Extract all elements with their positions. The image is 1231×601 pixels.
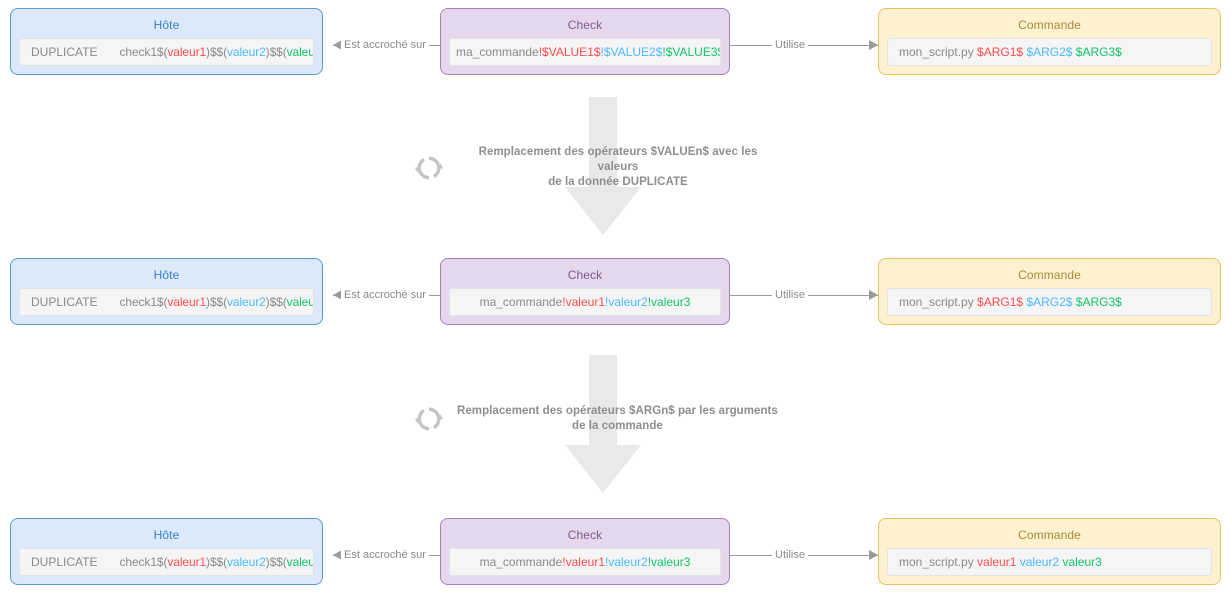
down-block-arrow-icon-2 xyxy=(563,353,643,495)
check-title-row3: Check xyxy=(567,528,603,542)
command-token: ma_commande xyxy=(479,555,563,569)
command-body-row1: mon_script.py $ARG1$ $ARG2$ $ARG3$ xyxy=(887,38,1212,66)
command-token: !valeur2 xyxy=(605,555,648,569)
command-token: valeur1 xyxy=(167,555,207,569)
command-token: $ARG2$ xyxy=(1026,45,1073,59)
command-token: mon_script.py xyxy=(899,295,978,309)
command-token: !valeur3 xyxy=(647,295,691,309)
command-token: valeur3 xyxy=(286,295,314,309)
command-token: ma_commande xyxy=(479,295,563,309)
command-token: $ARG2$ xyxy=(1026,295,1073,309)
command-token: $ARG1$ xyxy=(977,45,1024,59)
host-title-row2: Hôte xyxy=(153,268,180,282)
transition-annotation-1: Remplacement des opérateurs $VALUEn$ ave… xyxy=(414,145,779,190)
command-token: valeur1 xyxy=(977,555,1017,569)
command-token: $ARG3$ xyxy=(1075,45,1122,59)
arrow-left-icon-row2 xyxy=(333,290,342,300)
command-token: !$VALUE1$ xyxy=(538,45,601,59)
command-token: $ARG1$ xyxy=(977,295,1024,309)
down-block-arrow-icon-1 xyxy=(563,95,643,237)
edge-label-host-check-row3: Est accroché sur xyxy=(341,549,429,561)
edge-label-host-check-row1: Est accroché sur xyxy=(341,39,429,51)
check-title-row1: Check xyxy=(567,18,603,32)
command-token: valeur2 xyxy=(227,555,266,569)
check-body-row2: ma_commande!valeur1!valeur2!valeur3 xyxy=(449,288,721,316)
edge-label-check-command-row1: Utilise xyxy=(772,39,808,51)
edge-label-host-check-row2: Est accroché sur xyxy=(341,289,429,301)
host-key-row2: DUPLICATE xyxy=(31,295,98,309)
command-token: !valeur2 xyxy=(605,295,648,309)
command-token: !valeur1 xyxy=(562,555,605,569)
command-token: check1$( xyxy=(119,295,168,309)
host-command-row1: check1$(valeur1)$$(valeur2)$$(valeur3)$ xyxy=(119,45,314,59)
command-token: )$$( xyxy=(265,555,287,569)
check-node-row3[interactable]: Check ma_commande!valeur1!valeur2!valeur… xyxy=(440,518,730,585)
transition-annotation-2: Remplacement des opérateurs $ARGn$ par l… xyxy=(414,404,779,434)
check-body-row3: ma_commande!valeur1!valeur2!valeur3 xyxy=(449,548,721,576)
command-title-row2: Commande xyxy=(1018,268,1081,282)
command-token: )$$( xyxy=(206,45,227,59)
command-token: )$$( xyxy=(265,45,287,59)
command-token: valeur3 xyxy=(286,45,314,59)
command-token: valeur1 xyxy=(167,45,207,59)
sync-refresh-icon-1 xyxy=(414,153,444,183)
command-token: !valeur1 xyxy=(562,295,605,309)
command-token: valeur1 xyxy=(167,295,207,309)
command-token: valeur2 xyxy=(227,45,266,59)
command-token: valeur3 xyxy=(286,555,314,569)
transition-text-1: Remplacement des opérateurs $VALUEn$ ave… xyxy=(478,146,758,188)
sync-refresh-icon-2 xyxy=(414,404,444,434)
command-token: )$$( xyxy=(206,555,227,569)
command-token: mon_script.py xyxy=(899,45,978,59)
arrow-left-icon-row1 xyxy=(333,40,342,50)
check-node-row1[interactable]: Check ma_commande!$VALUE1$!$VALUE2$!$VAL… xyxy=(440,8,730,75)
host-title-row1: Hôte xyxy=(153,18,180,32)
command-token: )$$( xyxy=(265,295,287,309)
check-title-row2: Check xyxy=(567,268,603,282)
command-body-row3: mon_script.py valeur1 valeur2 valeur3 xyxy=(887,548,1212,576)
command-token: check1$( xyxy=(119,555,168,569)
command-title-row1: Commande xyxy=(1018,18,1081,32)
edge-label-check-command-row3: Utilise xyxy=(772,549,808,561)
command-token: $ARG3$ xyxy=(1075,295,1122,309)
host-command-row2: check1$(valeur1)$$(valeur2)$$(valeur3)$ xyxy=(119,295,314,309)
command-token: )$$( xyxy=(206,295,227,309)
command-node-row3[interactable]: Commande mon_script.py valeur1 valeur2 v… xyxy=(878,518,1221,585)
command-token: check1$( xyxy=(119,45,168,59)
command-token: !$VALUE2$ xyxy=(600,45,663,59)
command-token: !$VALUE3$ xyxy=(662,45,721,59)
check-node-row2[interactable]: Check ma_commande!valeur1!valeur2!valeur… xyxy=(440,258,730,325)
command-token: ma_commande xyxy=(456,45,539,59)
command-token: !valeur3 xyxy=(647,555,691,569)
command-token: valeur2 xyxy=(1019,555,1060,569)
host-title-row3: Hôte xyxy=(153,528,180,542)
command-node-row2[interactable]: Commande mon_script.py $ARG1$ $ARG2$ $AR… xyxy=(878,258,1221,325)
transition-text-2: Remplacement des opérateurs $ARGn$ par l… xyxy=(457,405,778,432)
host-key-row1: DUPLICATE xyxy=(31,45,98,59)
command-token: valeur3 xyxy=(1062,555,1102,569)
host-command-row3: check1$(valeur1)$$(valeur2)$$(valeur3)$ xyxy=(119,555,314,569)
command-title-row3: Commande xyxy=(1018,528,1081,542)
arrow-left-icon-row3 xyxy=(333,550,342,560)
arrow-right-icon-row2 xyxy=(869,290,878,300)
edge-label-check-command-row2: Utilise xyxy=(772,289,808,301)
command-token: valeur2 xyxy=(227,295,266,309)
command-token: mon_script.py xyxy=(899,555,978,569)
host-key-row3: DUPLICATE xyxy=(31,555,98,569)
check-body-row1: ma_commande!$VALUE1$!$VALUE2$!$VALUE3$ xyxy=(449,38,721,66)
command-node-row1[interactable]: Commande mon_script.py $ARG1$ $ARG2$ $AR… xyxy=(878,8,1221,75)
command-body-row2: mon_script.py $ARG1$ $ARG2$ $ARG3$ xyxy=(887,288,1212,316)
arrow-right-icon-row1 xyxy=(869,40,878,50)
arrow-right-icon-row3 xyxy=(869,550,878,560)
